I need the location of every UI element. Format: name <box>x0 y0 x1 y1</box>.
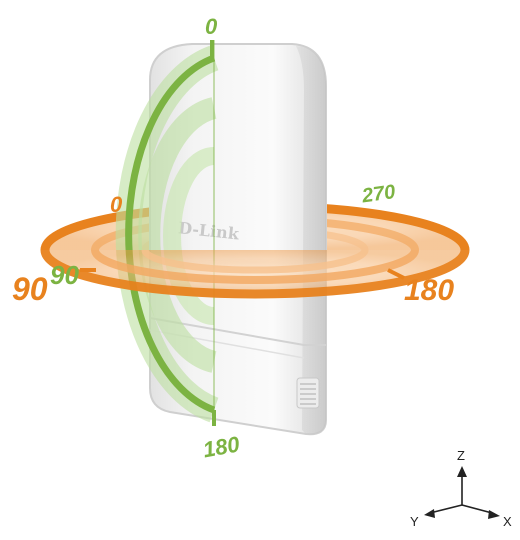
vertical-label-top: 0 <box>205 14 218 39</box>
axis-x-label: X <box>503 514 512 529</box>
axis-indicator: Z Y X <box>410 448 512 529</box>
horizontal-label-right: 180 <box>404 274 454 307</box>
horizontal-label-left: 90 <box>12 271 48 307</box>
horizontal-pattern-front <box>40 249 470 299</box>
axis-y-label: Y <box>410 514 419 529</box>
vertical-label-bottom: 180 <box>201 431 242 462</box>
axis-z-label: Z <box>457 448 465 463</box>
vertical-label-left: 90 <box>50 260 79 290</box>
horizontal-label-back: 270 <box>360 181 397 208</box>
vent-grille <box>296 377 320 409</box>
antenna-device: D-Link <box>149 43 327 436</box>
vertical-pattern <box>115 40 219 426</box>
horizontal-label-front: 0 <box>110 192 123 217</box>
